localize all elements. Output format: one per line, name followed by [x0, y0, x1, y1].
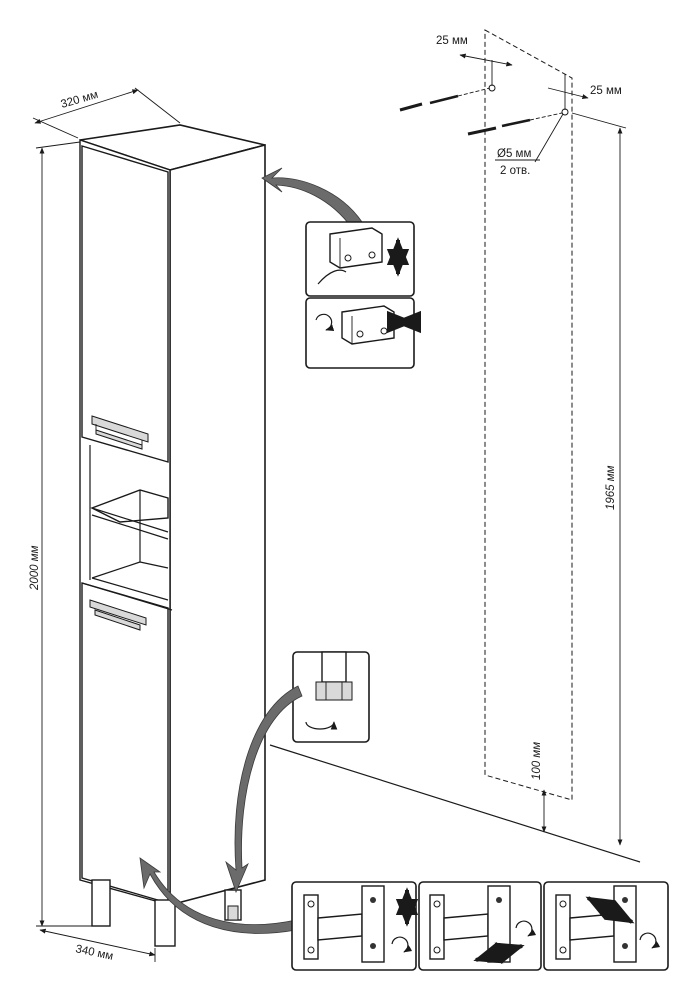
cabinet [79, 124, 266, 947]
wall-template: 25 мм 25 мм Ø5 мм 2 отв. 1965 мм 100 мм [399, 29, 627, 846]
dim-top-width-label: 320 мм [60, 89, 100, 111]
floor-line [269, 744, 641, 863]
dim-depth: 340 мм [39, 928, 156, 963]
curved-arrow-leg [225, 685, 303, 894]
hinge-detail-box-1 [291, 881, 419, 971]
hinge-detail-box-3 [543, 881, 669, 971]
leg-height-adjust-icon [292, 651, 370, 743]
leg-front-left [91, 879, 111, 927]
curved-arrow-top [261, 167, 363, 229]
dim-offset-right-label: 25 мм [590, 85, 622, 97]
hinge-detail-box-2 [418, 881, 542, 971]
upper-door [81, 145, 169, 463]
cabinet-side [169, 143, 266, 907]
rotate-arrow-icon [315, 313, 335, 331]
dim-offset-left-label: 25 мм [436, 35, 468, 47]
dim-depth-label: 340 мм [74, 943, 114, 963]
hole-diameter-label: Ø5 мм [497, 148, 531, 160]
latch-adjustment-icon [305, 221, 422, 369]
dim-height: 2000 мм [29, 141, 92, 927]
dim-bottom-gap-label: 100 мм [531, 742, 543, 780]
upper-handle [91, 415, 149, 450]
cabinet-legs [91, 879, 242, 947]
dim-height-label: 2000 мм [29, 545, 41, 591]
screw-icon [399, 87, 563, 136]
curved-arrow-hinge [139, 857, 297, 934]
lower-handle [89, 599, 147, 631]
hinge-adjustment-icon [291, 881, 669, 971]
lower-door [81, 582, 169, 904]
hole-count-label: 2 отв. [500, 165, 530, 177]
open-niche [89, 445, 169, 601]
leg-front-right [154, 899, 176, 947]
dim-mount-height-label: 1965 мм [605, 465, 617, 510]
